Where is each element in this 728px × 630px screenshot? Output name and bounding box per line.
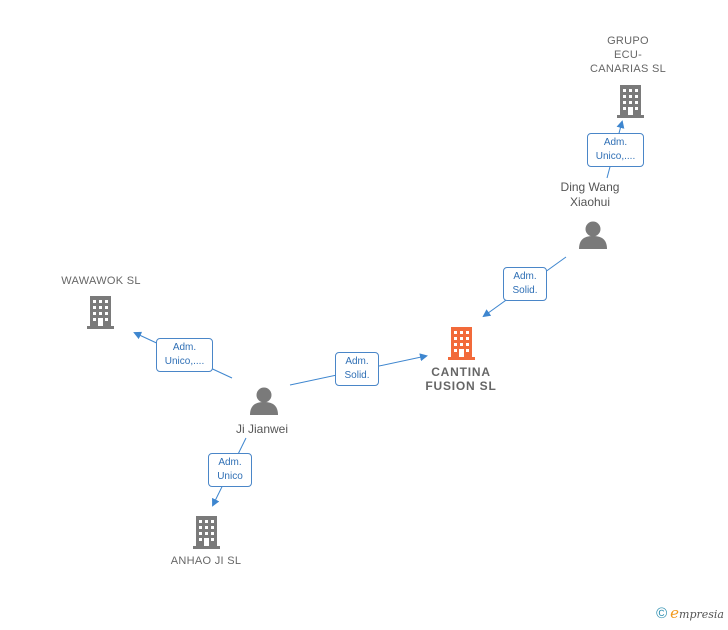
person-label-ding-wang-xiaohui[interactable]: Ding Wang Xiaohui	[560, 180, 620, 209]
building-icon[interactable]	[616, 85, 646, 118]
company-label-wawawok[interactable]: WAWAWOK SL	[61, 275, 141, 287]
edge-label-ji-anhao[interactable]: Adm. Unico	[208, 453, 252, 487]
company-label-cantina-fusion[interactable]: CANTINA FUSION SL	[425, 365, 497, 393]
brand-footer: ©empresia	[656, 604, 724, 622]
building-icon[interactable]	[448, 327, 475, 360]
brand-logo-mark: e	[670, 604, 680, 622]
company-label-grupo-ecu-canarias[interactable]: GRUPO ECU- CANARIAS SL	[589, 35, 667, 75]
copyright-icon: ©	[656, 605, 668, 622]
company-label-anhao-ji[interactable]: ANHAO JI SL	[170, 555, 242, 567]
brand-logo-text: mpresia	[679, 608, 724, 621]
person-label-ji-jianwei[interactable]: Ji Jianwei	[235, 422, 289, 436]
building-icon[interactable]	[87, 296, 114, 329]
edge-label-ji-wawawok[interactable]: Adm. Unico,....	[156, 338, 213, 372]
edge-label-ji-cantina[interactable]: Adm. Solid.	[335, 352, 379, 386]
person-icon[interactable]	[579, 221, 607, 250]
person-icon[interactable]	[250, 387, 278, 416]
building-icon[interactable]	[193, 516, 220, 549]
edge-label-ding-grupo[interactable]: Adm. Unico,....	[587, 133, 644, 167]
edge-label-ding-cantina[interactable]: Adm. Solid.	[503, 267, 547, 301]
